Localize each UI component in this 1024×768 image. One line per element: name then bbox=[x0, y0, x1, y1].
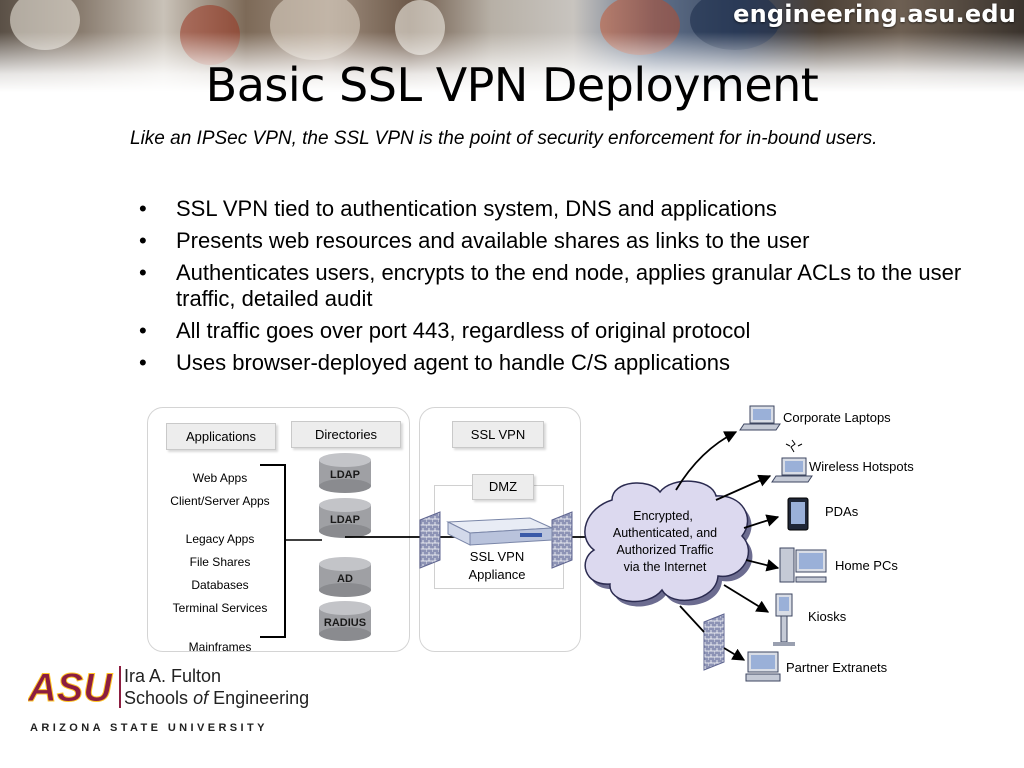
directories-header: Directories bbox=[291, 421, 401, 448]
asu-logo: ASU Ira A. Fulton Schools of Engineering… bbox=[28, 664, 318, 744]
firewall-icon bbox=[703, 613, 725, 671]
dmz-label: DMZ bbox=[472, 474, 534, 500]
appliance-label-2: Appliance bbox=[468, 567, 526, 582]
svg-text:ASU: ASU bbox=[28, 666, 113, 710]
app-databases: Databases bbox=[191, 578, 249, 592]
bullet-list: •SSL VPN tied to authentication system, … bbox=[139, 196, 999, 382]
laptop-icon bbox=[739, 405, 781, 431]
applications-header: Applications bbox=[166, 423, 276, 450]
app-mainframes: Mainframes bbox=[188, 640, 252, 651]
kiosk-icon bbox=[773, 593, 795, 646]
endpoint-corporate-laptops: Corporate Laptops bbox=[783, 410, 891, 425]
internet-cloud-icon: Encrypted, Authenticated, and Authorized… bbox=[584, 480, 753, 607]
bullet-item: •All traffic goes over port 443, regardl… bbox=[139, 318, 751, 343]
endpoint-kiosks: Kiosks bbox=[808, 609, 847, 624]
endpoint-home-pcs: Home PCs bbox=[835, 558, 898, 573]
bullet-item: •Presents web resources and available sh… bbox=[139, 228, 810, 253]
cloud-text-1: Encrypted, bbox=[633, 509, 693, 523]
app-file-shares: File Shares bbox=[189, 555, 251, 569]
endpoint-wireless-hotspots: Wireless Hotspots bbox=[809, 459, 914, 474]
app-legacy: Legacy Apps bbox=[185, 532, 255, 546]
appliance-label-1: SSL VPN bbox=[469, 549, 525, 564]
bullet-item: •SSL VPN tied to authentication system, … bbox=[139, 196, 777, 221]
partner-extranet-icon bbox=[745, 651, 781, 682]
app-client-server: Client/Server Apps bbox=[170, 494, 270, 508]
sslvpn-header: SSL VPN bbox=[452, 421, 544, 448]
pda-icon bbox=[787, 497, 809, 531]
svg-text:Ira A. Fulton: Ira A. Fulton bbox=[124, 666, 221, 686]
bullet-item: •Authenticates users, encrypts to the en… bbox=[139, 260, 962, 311]
endpoint-pdas: PDAs bbox=[825, 504, 859, 519]
home-pc-icon bbox=[779, 547, 827, 583]
cloud-text-3: Authorized Traffic bbox=[616, 543, 713, 557]
svg-text:Schools of Engineering: Schools of Engineering bbox=[124, 688, 309, 708]
app-terminal-services: Terminal Services bbox=[172, 601, 268, 615]
wireless-hotspot-icon bbox=[771, 439, 813, 483]
svg-text:ARIZONA STATE UNIVERSITY: ARIZONA STATE UNIVERSITY bbox=[30, 722, 268, 734]
endpoint-partner-extranets: Partner Extranets bbox=[786, 660, 888, 675]
app-web-apps: Web Apps bbox=[192, 471, 248, 485]
slide-title: Basic SSL VPN Deployment bbox=[205, 58, 819, 112]
bullet-item: •Uses browser-deployed agent to handle C… bbox=[139, 350, 730, 375]
site-url: engineering.asu.edu bbox=[733, 0, 1016, 28]
slide-subtitle: Like an IPSec VPN, the SSL VPN is the po… bbox=[130, 128, 878, 149]
header-banner bbox=[0, 0, 1024, 92]
cloud-text-4: via the Internet bbox=[624, 560, 707, 574]
cloud-text-2: Authenticated, and bbox=[613, 526, 717, 540]
